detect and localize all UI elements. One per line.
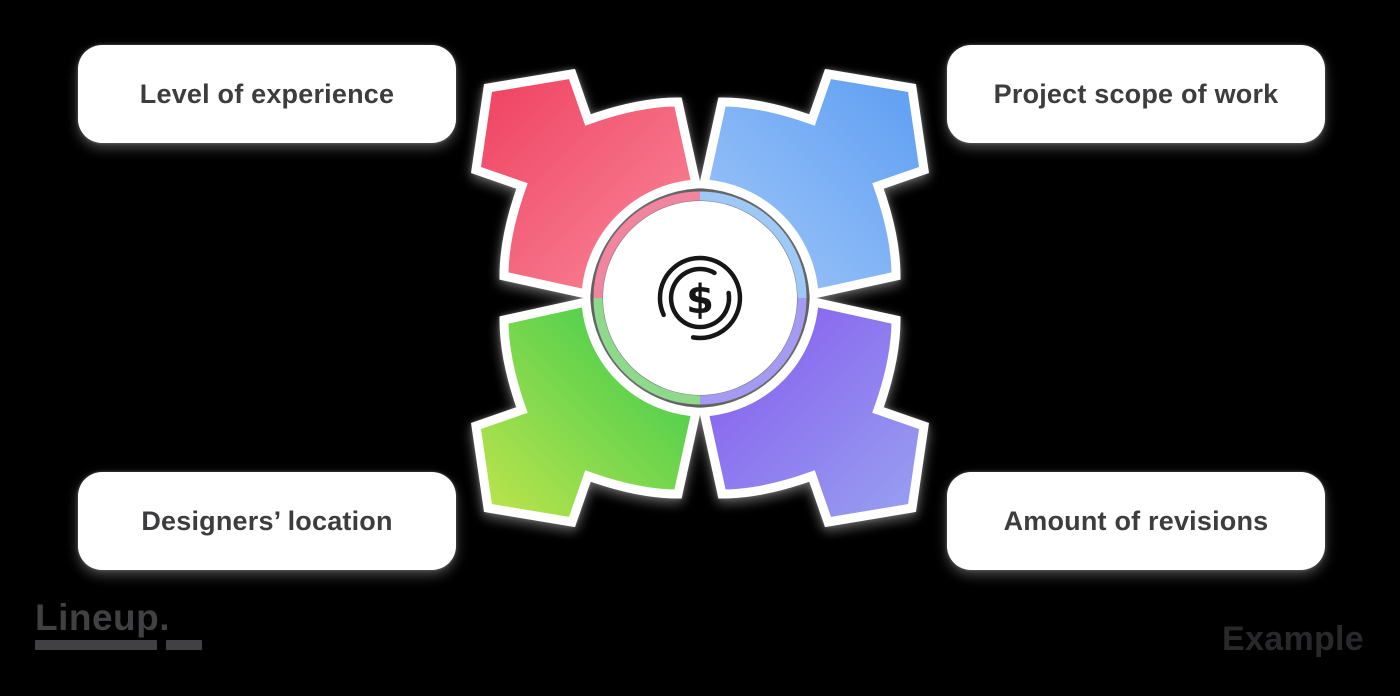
logo-bar-short (166, 640, 202, 650)
factor-card-level-of-experience: Level of experience (78, 45, 456, 143)
arrow-bottom-left (471, 296, 702, 528)
logo-wordmark: Lineup. (35, 597, 171, 638)
factor-label: Designers’ location (141, 505, 393, 536)
factor-card-project-scope: Project scope of work (947, 45, 1325, 143)
arrow-bottom-right (698, 296, 929, 528)
logo-bar-long (35, 640, 157, 650)
watermark-text: Example (1222, 620, 1364, 658)
dollar-symbol: $ (686, 277, 714, 323)
factor-label: Amount of revisions (1003, 505, 1269, 536)
factor-card-designers-location: Designers’ location (78, 472, 456, 570)
factor-card-amount-of-revisions: Amount of revisions (947, 472, 1325, 570)
logo-tagline-bar (35, 640, 202, 650)
center-circle (593, 191, 807, 405)
factor-label: Project scope of work (993, 78, 1279, 109)
dollar-coin-icon: $ (657, 255, 743, 341)
factor-label: Level of experience (139, 78, 395, 109)
money-factors-diagram: $ (471, 68, 929, 528)
logo: Lineup. (35, 599, 202, 650)
arrow-top-right (698, 68, 929, 300)
arrow-top-left (471, 68, 702, 300)
